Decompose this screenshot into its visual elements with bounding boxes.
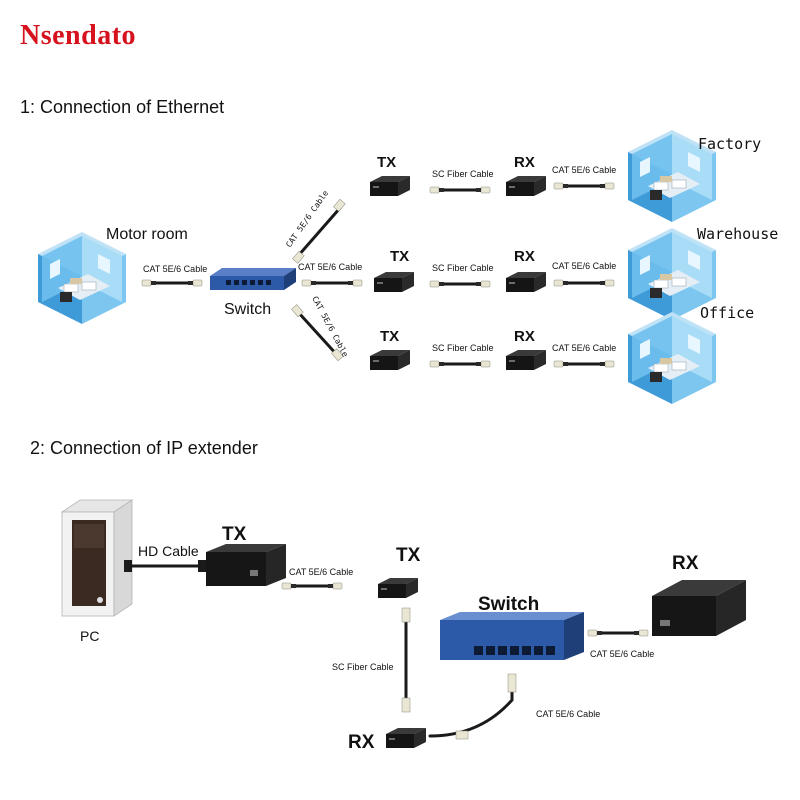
cable-label-motor: CAT 5E/6 Cable bbox=[143, 264, 207, 274]
factory-label: Factory bbox=[698, 135, 761, 153]
cable-motor-switch bbox=[142, 280, 202, 286]
rx-device-sec2-bottom bbox=[386, 728, 426, 748]
cable-sec2-c bbox=[588, 630, 648, 636]
rx-label-row1: RX bbox=[514, 154, 535, 171]
switch-label: Switch bbox=[224, 301, 271, 318]
office-room-icon bbox=[627, 311, 717, 405]
tx-device-row2 bbox=[374, 272, 414, 292]
cable-diagonal-up bbox=[292, 198, 346, 264]
switch-icon bbox=[210, 268, 296, 290]
rx-label-sec2-right: RX bbox=[672, 553, 699, 574]
motor-room-label: Motor room bbox=[106, 226, 188, 243]
hd-cable bbox=[124, 560, 206, 572]
cable-label-row1: CAT 5E/6 Cable bbox=[552, 165, 616, 175]
switch-label-sec2: Switch bbox=[478, 594, 539, 615]
cable-label-diag-up: CAT 5E/6 Cable bbox=[284, 189, 330, 250]
switch-icon-sec2 bbox=[440, 612, 584, 660]
motor-room-icon bbox=[37, 231, 127, 325]
section2-heading: 2: Connection of IP extender bbox=[30, 438, 258, 458]
warehouse-label: Warehouse bbox=[697, 225, 778, 243]
tx2-label-sec2: TX bbox=[396, 545, 421, 566]
fiber-cable-row2 bbox=[430, 281, 490, 287]
tx-label-row1: TX bbox=[377, 154, 396, 171]
cable-rx-switch bbox=[428, 673, 517, 740]
rx-label-row2: RX bbox=[514, 248, 535, 265]
tx-device-row1 bbox=[370, 176, 410, 196]
tx-device-sec2 bbox=[206, 544, 286, 586]
cable-row1 bbox=[554, 183, 614, 189]
cable-label-row3: CAT 5E/6 Cable bbox=[552, 343, 616, 353]
rx-device-row1 bbox=[506, 176, 546, 196]
tx-label-row3: TX bbox=[380, 328, 399, 345]
cable-label-row2: CAT 5E/6 Cable bbox=[552, 261, 616, 271]
rx-device-row3 bbox=[506, 350, 546, 370]
rx-label-row3: RX bbox=[514, 328, 535, 345]
tx-device-row3 bbox=[370, 350, 410, 370]
fiber-cable-sec2 bbox=[401, 607, 411, 713]
hd-cable-label: HD Cable bbox=[138, 543, 199, 559]
fiber-cable-row1 bbox=[430, 187, 490, 193]
fiber-cable-row3 bbox=[430, 361, 490, 367]
brand-logo: Nsendato bbox=[20, 20, 136, 51]
tx-label-sec2: TX bbox=[222, 524, 247, 545]
cable-row3 bbox=[554, 361, 614, 367]
rx-label-sec2-bottom: RX bbox=[348, 732, 375, 753]
fiber-label-sec2: SC Fiber Cable bbox=[332, 662, 394, 672]
tx-label-row2: TX bbox=[390, 248, 409, 265]
tx2-device-sec2 bbox=[378, 578, 418, 598]
cable-row2-left bbox=[302, 280, 362, 286]
rx-device-row2 bbox=[506, 272, 546, 292]
rx-device-sec2-right bbox=[652, 580, 746, 636]
pc-label: PC bbox=[80, 628, 99, 644]
fiber-label-row1: SC Fiber Cable bbox=[432, 169, 494, 179]
cable-diagonal-down bbox=[291, 304, 344, 362]
cable-row2 bbox=[554, 280, 614, 286]
fiber-label-row2: SC Fiber Cable bbox=[432, 263, 494, 273]
cable-label-sec2-c: CAT 5E/6 Cable bbox=[590, 649, 654, 659]
pc-tower-icon bbox=[60, 499, 134, 617]
fiber-label-row3: SC Fiber Cable bbox=[432, 343, 494, 353]
cable-label-sec2-a: CAT 5E/6 Cable bbox=[289, 567, 353, 577]
cable-label-sec2-b: CAT 5E/6 Cable bbox=[536, 709, 600, 719]
section1-heading: 1: Connection of Ethernet bbox=[20, 97, 224, 117]
cable-label-row2-left: CAT 5E/6 Cable bbox=[298, 262, 362, 272]
office-label: Office bbox=[700, 304, 754, 322]
cable-sec2-a bbox=[282, 583, 342, 589]
